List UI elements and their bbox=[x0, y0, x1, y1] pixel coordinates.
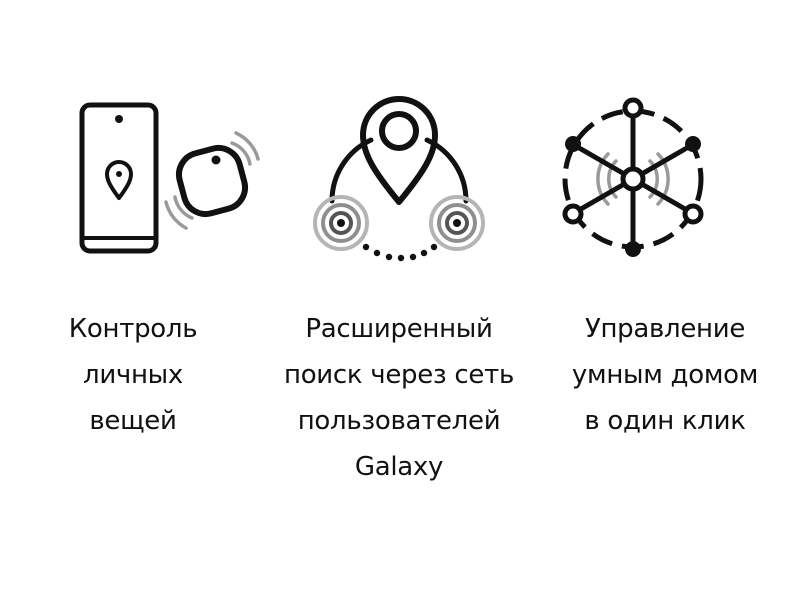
feature-caption: Контроль личных вещей bbox=[0, 306, 266, 444]
feature-caption: Расширенный поиск через сеть пользовател… bbox=[266, 306, 532, 490]
smart-home-hub-icon bbox=[562, 97, 704, 257]
caption-line: в один клик bbox=[584, 406, 746, 436]
feature-personal-items: Контроль личных вещей bbox=[0, 0, 266, 599]
caption-line: Управление bbox=[584, 314, 746, 344]
caption-line: личных bbox=[83, 360, 183, 390]
caption-line: пользователей bbox=[297, 406, 501, 436]
caption-line: Контроль bbox=[68, 314, 198, 344]
phone-tracker-icon bbox=[79, 102, 260, 254]
location-network-icon bbox=[313, 96, 485, 262]
caption-line: поиск через сеть bbox=[284, 360, 514, 390]
caption-line: вещей bbox=[89, 406, 177, 436]
feature-network-search: Расширенный поиск через сеть пользовател… bbox=[266, 0, 532, 599]
caption-line: Galaxy bbox=[354, 452, 444, 482]
caption-line: Расширенный bbox=[305, 314, 493, 344]
caption-line: умным домом bbox=[571, 360, 759, 390]
feature-caption: Управление умным домом в один клик bbox=[532, 306, 798, 444]
feature-smart-home: Управление умным домом в один клик bbox=[532, 0, 798, 599]
